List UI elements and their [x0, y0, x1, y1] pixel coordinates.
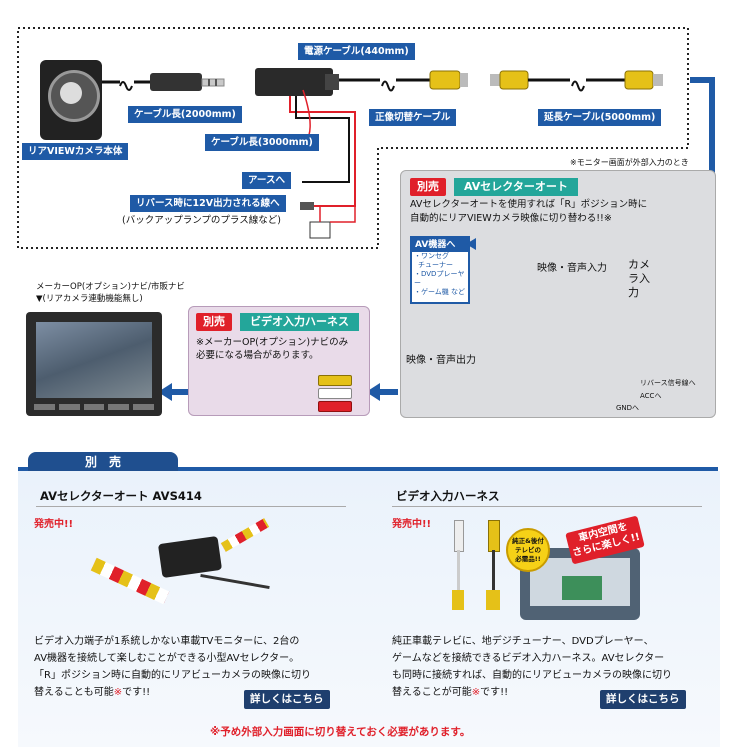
product2-circle-text1: 純正&後付: [512, 537, 544, 545]
harness-note-line1: ※メーカーOP(オプション)ナビのみ: [196, 337, 349, 348]
gnd-label: GNDへ: [616, 404, 640, 412]
product2-desc-line4: 替えることが可能※です!!: [392, 685, 508, 701]
product1-desc-line3: 「R」ポジション時に自動的にリアビューカメラの映像に切り: [34, 670, 311, 681]
rear-camera-label: リアVIEWカメラ本体: [22, 143, 129, 160]
product2-circle-text2: テレビの: [515, 546, 541, 554]
product2-screen-image: [520, 548, 640, 620]
product1-status: 発売中!!: [34, 519, 74, 530]
cable-2000-label: ケーブル長(2000mm): [128, 106, 242, 123]
product2-note-mark: ※: [471, 687, 481, 698]
harness-sold-separately-badge: 別売: [196, 313, 232, 331]
earth-label: アースへ: [242, 172, 291, 189]
bottom-header-bar: [18, 467, 718, 471]
normal-reverse-cable-label: 正像切替ケーブル: [369, 109, 457, 126]
product1-title-underline: [36, 506, 346, 507]
rear-camera-image: [40, 60, 102, 140]
backup-lamp-note: (バックアップランプのプラス線など): [122, 215, 281, 226]
acc-label: ACCへ: [640, 392, 662, 400]
ext-cable-label: 延長ケーブル(5000mm): [538, 109, 662, 126]
power-cable-label: 電源ケーブル(440mm): [298, 43, 415, 60]
product2-desc-line4b: です!!: [480, 687, 509, 698]
sold-separately-header: 別 売: [28, 452, 178, 472]
product2-status: 発売中!!: [392, 519, 432, 530]
nav-note-line2: ▼(リアカメラ連動機能無し): [36, 294, 143, 304]
product1-desc-line2: AV機器を接続して楽しむことができる小型AVセレクター。: [34, 653, 300, 664]
product2-circle-badge: 純正&後付 テレビの 必需品!!: [506, 528, 550, 572]
product2-desc-line2: ゲームなどを接続できるビデオ入力ハーネス。AVセレクター: [392, 653, 665, 664]
product2-cable-image: [448, 514, 518, 614]
product1-desc-line4a: 替えることも可能: [34, 687, 114, 698]
product1-desc-line4: 替えることも可能※です!!: [34, 685, 150, 701]
product2-desc-line4a: 替えることが可能: [392, 687, 472, 698]
reverse-signal-label: リバース信号線へ: [640, 379, 696, 387]
navi-monitor-image: [26, 312, 162, 416]
selector-title: AVセレクターオート: [454, 178, 578, 196]
av-equip-arrow: [466, 238, 476, 250]
av-equipment-label: AV機器へ: [412, 238, 468, 252]
av-item-2: チューナー: [418, 261, 453, 269]
product2-details-button[interactable]: 詳しくはこちら: [600, 690, 686, 709]
product2-circle-text3: 必需品!!: [515, 555, 541, 563]
selector-sold-separately-badge: 別売: [410, 178, 446, 196]
product1-note-mark: ※: [113, 687, 123, 698]
nav-note-line1: メーカーOP(オプション)ナビ/市販ナビ: [36, 282, 185, 292]
selector-desc-line1: AVセレクターオートを使用すれば「R」ポジション時に: [410, 199, 648, 210]
av-equipment-box: AV機器へ ・ワンセグ チューナー ・DVDプレーヤー ・ゲーム機 など: [410, 236, 470, 304]
av-item-3: ・DVDプレーヤー: [414, 270, 465, 287]
product2-desc-line3: も同時に接続すれば、自動的にリアビューカメラの映像に切り: [392, 670, 672, 681]
bottom-footnote: ※予め外部入力画面に切り替えておく必要があります。: [210, 726, 471, 738]
product1-details-button[interactable]: 詳しくはこちら: [244, 690, 330, 709]
selector-desc-line2: 自動的にリアVIEWカメラ映像に切り替わる!!※: [410, 213, 612, 224]
product2-title-underline: [392, 506, 702, 507]
camera-in-label: カメラ入力: [628, 258, 650, 299]
product1-desc-line1: ビデオ入力端子が1系統しかない車載TVモニターに、2台の: [34, 636, 300, 647]
monitor-external-note: ※モニター画面が外部入力のとき: [570, 158, 689, 167]
reverse-12v-label: リバース時に12V出力される線へ: [130, 195, 286, 212]
product2-desc-line1: 純正車載テレビに、地デジチューナー、DVDプレーヤー、: [392, 636, 654, 647]
cable-3000-label: ケーブル長(3000mm): [205, 134, 319, 151]
av-item-1: ・ワンセグ: [414, 252, 449, 260]
product1-desc-line4b: です!!: [122, 687, 151, 698]
product2-title: ビデオ入力ハーネス: [396, 489, 500, 503]
rca-plugs-harness: [318, 375, 352, 412]
harness-note-line2: 必要になる場合があります。: [196, 350, 319, 361]
product1-image: [70, 518, 280, 620]
video-audio-out-label: 映像・音声出力: [406, 355, 476, 366]
av-item-4: ・ゲーム機 など: [414, 288, 466, 296]
video-audio-in-label: 映像・音声入力: [537, 263, 607, 274]
product1-title: AVセレクターオート AVS414: [40, 489, 202, 503]
harness-title: ビデオ入力ハーネス: [240, 313, 359, 331]
